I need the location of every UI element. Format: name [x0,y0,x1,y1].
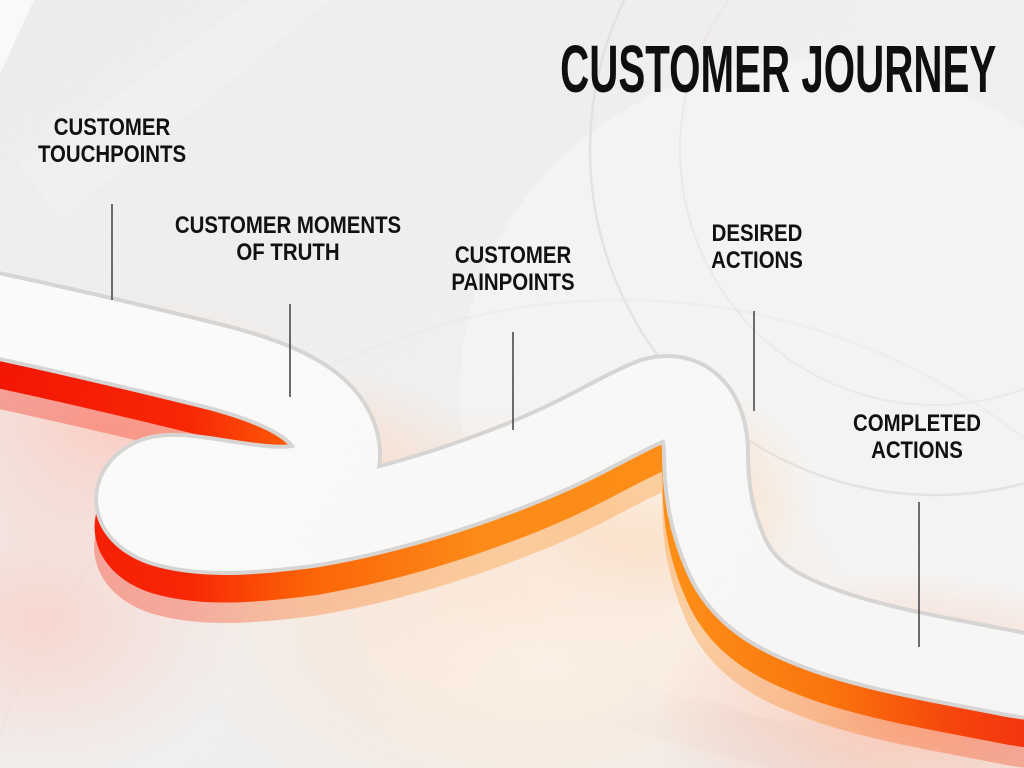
pointer-line-customer-painpoints [512,332,514,430]
pointer-line-customer-touchpoints [111,204,113,300]
stage-label-line: CUSTOMER [454,242,572,269]
stage-label-line: ACTIONS [871,437,963,465]
stage-label-customer-painpoints: CUSTOMER PAINPOINTS [451,242,574,296]
stage-label-line: PAINPOINTS [451,269,575,297]
stage-label-line: TOUCHPOINTS [37,141,187,169]
stage-label-desired-actions: DESIRED ACTIONS [711,220,803,274]
stage-label-line: DESIRED [711,220,803,247]
pointer-line-desired-actions [753,311,755,411]
pointer-line-completed-actions [918,502,920,647]
page-title: CUSTOMER JOURNEY [559,31,996,107]
stage-label-line: ACTIONS [711,247,803,275]
stage-label-completed-actions: COMPLETED ACTIONS [853,410,981,464]
stage-label-customer-moments-of-truth: CUSTOMER MOMENTS OF TRUTH [175,212,401,266]
stage-label-line: COMPLETED [852,410,982,437]
stage-label-customer-touchpoints: CUSTOMER TOUCHPOINTS [38,114,186,168]
stage-label-line: CUSTOMER [53,114,171,141]
stage-label-line: OF TRUTH [236,239,340,267]
pointer-line-customer-moments-of-truth [289,304,291,397]
stage-label-line: CUSTOMER MOMENTS [174,212,402,239]
